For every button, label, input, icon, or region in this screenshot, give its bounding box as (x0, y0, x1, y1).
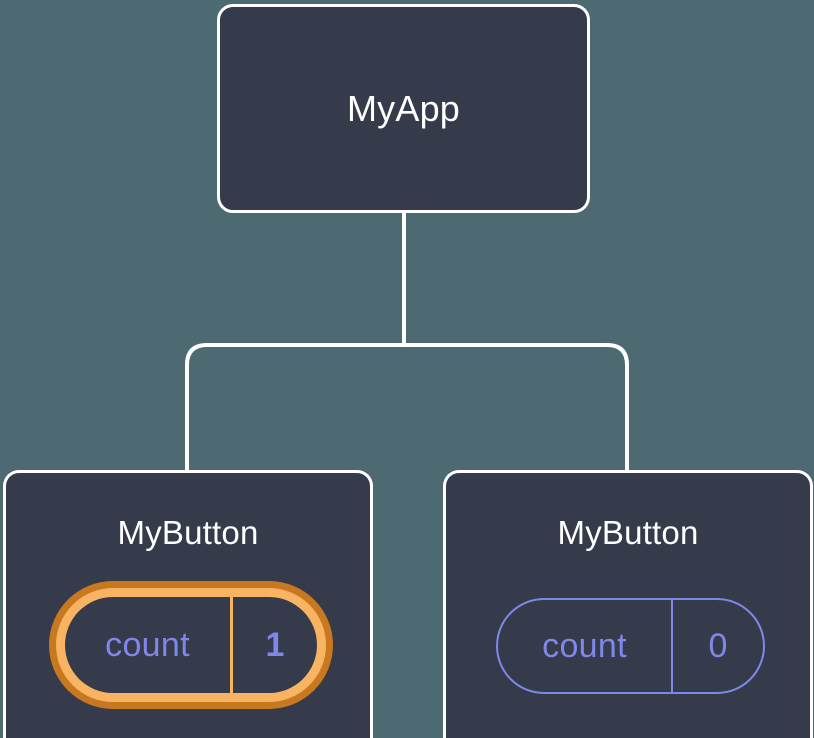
node-myapp-label: MyApp (346, 87, 461, 129)
node-mybutton-right[interactable]: MyButton count 0 (443, 470, 813, 738)
node-mybutton-right-label: MyButton (557, 514, 699, 551)
state-value-label: 0 (708, 626, 728, 665)
state-pill-plain[interactable]: count 0 (496, 598, 765, 694)
state-value-label: 1 (265, 625, 285, 664)
connector-branch-bar (185, 343, 629, 470)
state-pill-highlighted[interactable]: count 1 (49, 581, 333, 709)
node-mybutton-left-label: MyButton (117, 514, 259, 551)
state-pill-core: count 1 (65, 597, 317, 693)
state-key-label: count (498, 600, 673, 692)
node-myapp[interactable]: MyApp (217, 4, 590, 213)
node-mybutton-left[interactable]: MyButton count 1 (3, 470, 373, 738)
state-key-label: count (65, 597, 233, 693)
